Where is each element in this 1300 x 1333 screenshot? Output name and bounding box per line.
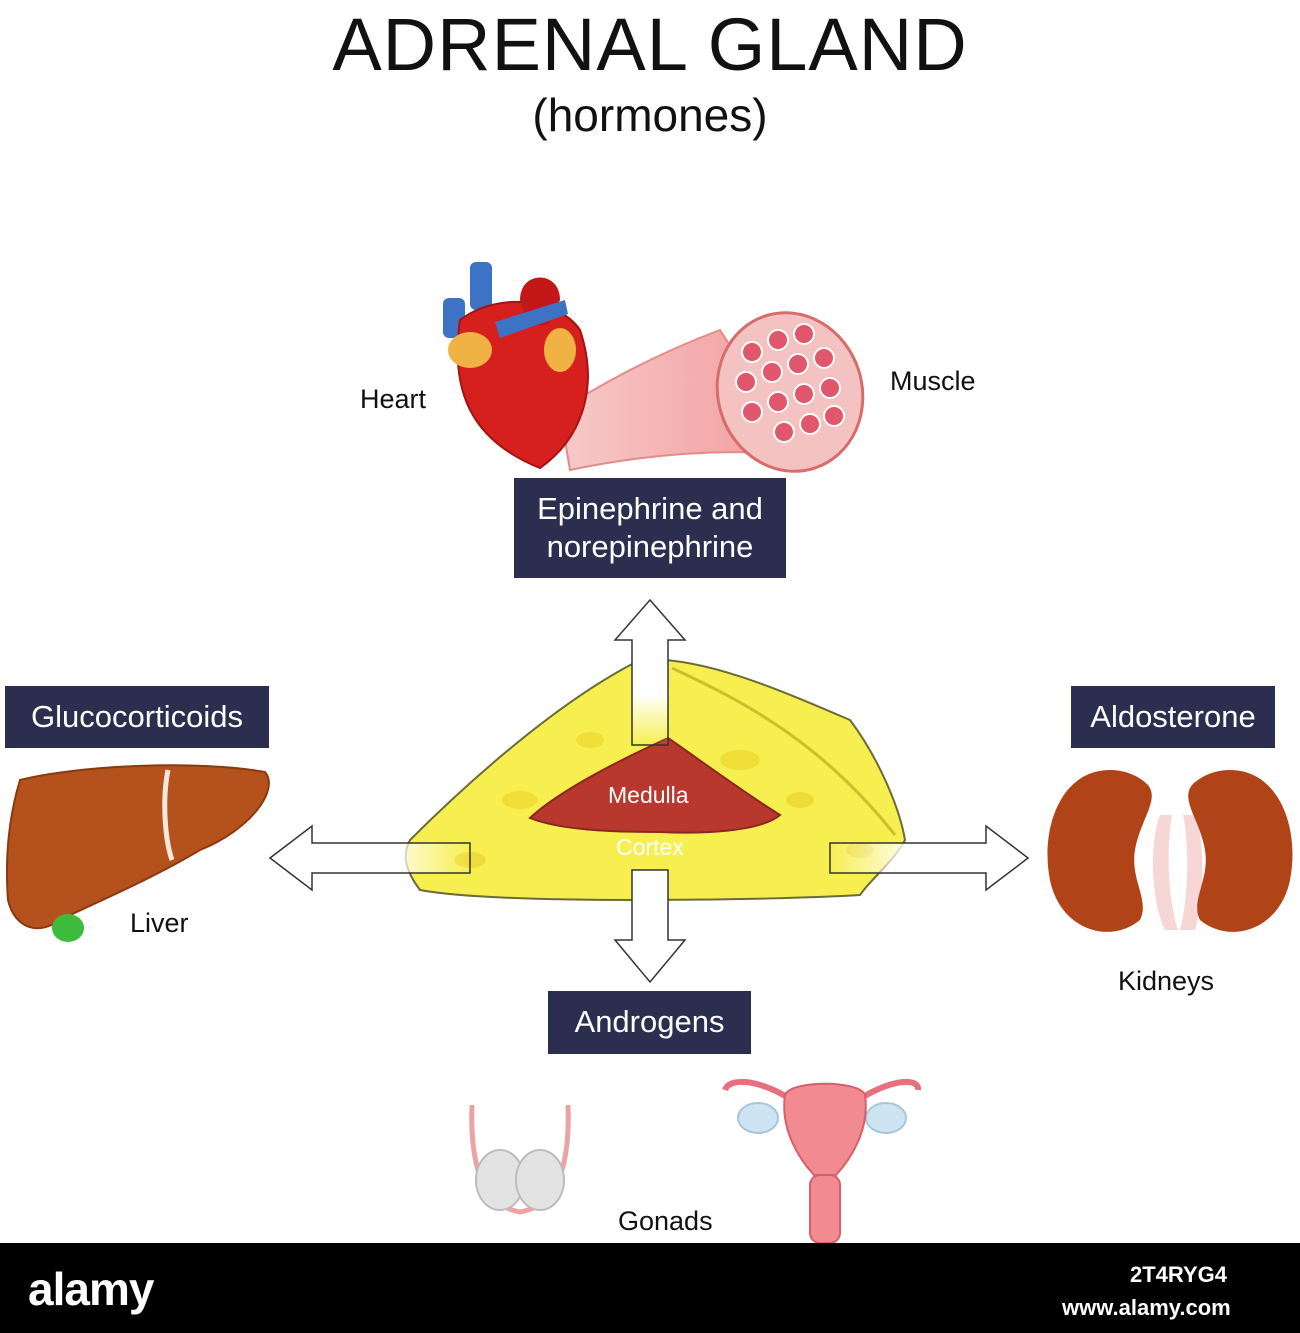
hormone-label-epinephrine-line1: Epinephrine and — [537, 491, 763, 526]
organ-label-muscle: Muscle — [890, 366, 976, 396]
gland-label-cortex: Cortex — [616, 834, 684, 860]
organ-label-gonads: Gonads — [618, 1206, 713, 1236]
footer-url: www.alamy.com — [1062, 1295, 1231, 1320]
page-subtitle: (hormones) — [532, 89, 768, 141]
footer-logo: alamy — [28, 1263, 154, 1315]
male-gonads-illustration — [469, 1104, 571, 1215]
organ-label-heart: Heart — [360, 384, 427, 414]
hormone-label-aldosterone: Aldosterone — [1071, 686, 1275, 748]
arrow-up — [613, 598, 687, 746]
hormone-label-androgens: Androgens — [548, 991, 751, 1054]
arrow-down — [613, 869, 687, 984]
organ-label-kidneys: Kidneys — [1118, 966, 1215, 996]
adrenal-gland-illustration — [404, 658, 907, 901]
gland-label-medulla: Medulla — [608, 782, 689, 808]
hormone-label-epinephrine-line2: norepinephrine — [546, 529, 754, 564]
arrow-left — [268, 824, 471, 892]
hormone-label-glucocorticoids: Glucocorticoids — [5, 686, 269, 748]
page-title: ADRENAL GLAND — [332, 3, 968, 86]
heart-illustration — [443, 262, 589, 470]
kidneys-illustration — [1047, 770, 1293, 932]
footer-bar — [0, 1243, 1300, 1333]
organ-label-liver: Liver — [130, 908, 189, 938]
footer-image-id: 2T4RYG4 — [1130, 1262, 1228, 1287]
arrow-right — [829, 824, 1030, 892]
hormone-label-epinephrine: Epinephrine and norepinephrine — [514, 478, 786, 578]
female-gonads-illustration — [722, 1078, 921, 1244]
liver-illustration — [5, 764, 270, 942]
muscle-illustration — [558, 311, 865, 473]
